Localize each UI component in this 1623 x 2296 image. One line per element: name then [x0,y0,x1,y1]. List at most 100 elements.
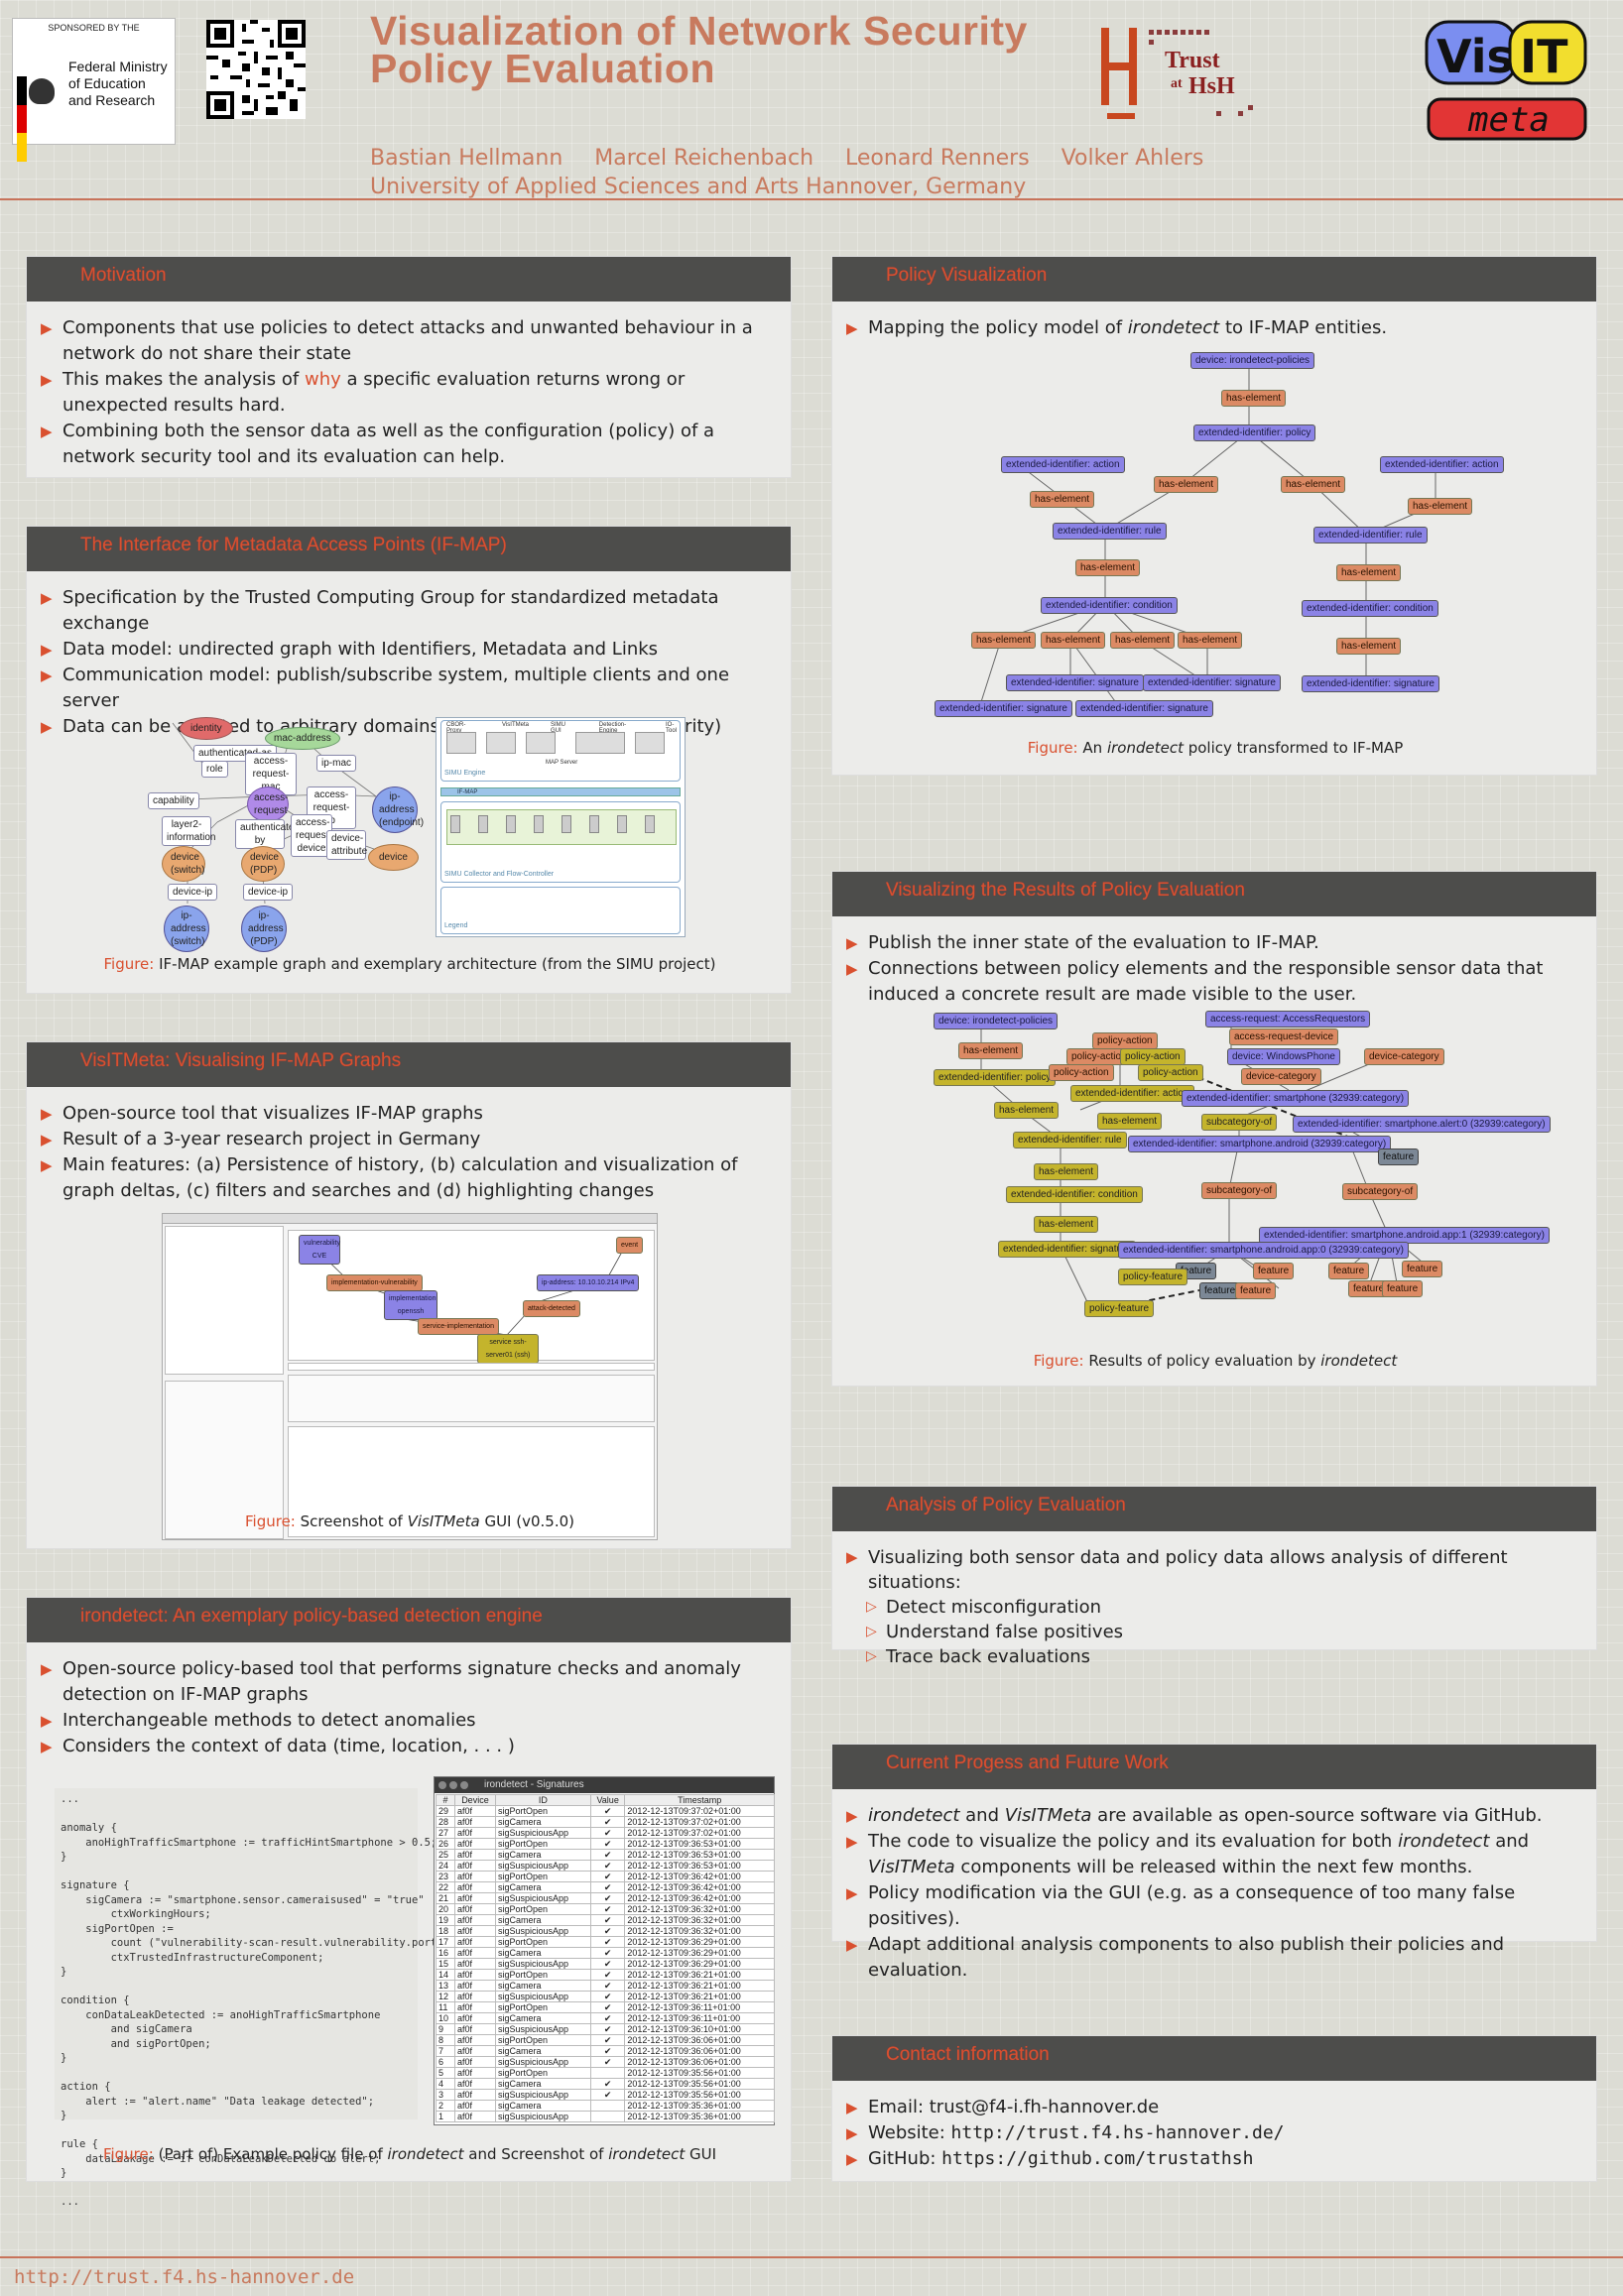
highlighted-node[interactable]: extended-identifier: policy [934,1069,1057,1086]
column-header[interactable]: Device [453,1794,496,1806]
highlighted-node[interactable]: has-element [1034,1163,1099,1180]
identifier-node[interactable]: extended-identifier: signature [1006,674,1144,691]
identifier-node[interactable]: extended-identifier: signature [1302,675,1439,692]
metadata-node[interactable]: has-element [1221,390,1287,407]
highlighted-node[interactable]: policy-action [1138,1064,1203,1081]
feature-node[interactable]: feature [1199,1282,1241,1299]
identifier-node[interactable]: extended-identifier: signature [935,700,1072,717]
identifier-node[interactable]: extended-identifier: condition [1302,600,1438,617]
identifier-node[interactable]: extended-identifier: smartphone (32939:c… [1182,1090,1410,1107]
highlighted-node[interactable]: extended-identifier: signature [998,1241,1136,1258]
metadata-node[interactable]: has-element [958,1042,1024,1059]
column-header[interactable]: Timestamp [624,1794,775,1806]
metadata-node[interactable]: has-element [1030,491,1095,508]
identifier-node[interactable]: access-request: AccessRequestors [1205,1011,1371,1027]
identifier-node[interactable]: extended-identifier: action [1380,456,1504,473]
gui-node[interactable]: implementation openssh [384,1290,437,1320]
identifier-node[interactable]: extended-identifier: policy [1193,424,1316,441]
minimize-icon[interactable] [449,1781,457,1789]
gui-node[interactable]: service-implementation [418,1318,499,1335]
qr-code-icon[interactable] [206,20,306,119]
identifier-node[interactable]: extended-identifier: smartphone.android.… [1118,1242,1409,1259]
metadata-node[interactable]: has-element [1408,498,1473,515]
identifier-node[interactable]: device: WindowsPhone [1227,1048,1340,1065]
metadata-node[interactable]: has-element [971,632,1037,649]
highlighted-node[interactable]: extended-identifier: rule [1013,1132,1127,1148]
highlighted-node[interactable]: extended-identifier: action [1070,1085,1194,1102]
metadata-node[interactable]: feature [1382,1280,1424,1297]
website-link[interactable]: http://trust.f4.hs-hannover.de/ [950,2122,1285,2143]
metadata-node[interactable]: has-element [1336,638,1402,655]
column-header[interactable]: Value [589,1794,626,1806]
identifier-node[interactable]: device: irondetect-policies [934,1013,1059,1029]
identifier-node[interactable]: extended-identifier: rule [1053,523,1167,540]
highlighted-node[interactable]: has-element [1034,1216,1099,1233]
gui-node[interactable]: service ssh-server01 (ssh) [477,1334,539,1364]
highlighted-node[interactable]: policy-feature [1084,1300,1155,1317]
metadata-node[interactable]: subcategory-of [1201,1182,1278,1199]
identifier-node[interactable]: extended-identifier: condition [1041,597,1178,614]
maximize-icon[interactable] [460,1781,468,1789]
metadata-node[interactable]: has-element [1110,632,1176,649]
gui-node[interactable]: attack-detected [523,1300,580,1317]
identifier-node[interactable]: extended-identifier: smartphone.android … [1128,1136,1392,1152]
metadata-node[interactable]: feature [1328,1263,1370,1279]
email-link[interactable]: trust@f4-i.fh-hannover.de [929,2097,1160,2117]
gui-node[interactable]: ip-address: 10.10.10.214 IPv4 [537,1274,640,1291]
identifier-node[interactable]: extended-identifier: signature [1075,700,1213,717]
highlighted-node[interactable]: subcategory-of [1201,1114,1278,1131]
identifier-node[interactable]: extended-identifier: rule [1313,527,1428,544]
metadata-node[interactable]: has-element [1336,564,1402,581]
metadata-node[interactable]: has-element [1154,476,1219,493]
highlighted-node[interactable]: extended-identifier: condition [1006,1186,1143,1203]
gui-node[interactable]: event [616,1237,644,1254]
metadata-node[interactable]: device-category [1364,1048,1444,1065]
feature-node[interactable]: feature [1378,1148,1420,1165]
column-header[interactable]: # [436,1794,455,1806]
highlighted-node[interactable]: has-element [1097,1113,1163,1130]
highlighted-node[interactable]: policy-action [1120,1048,1186,1065]
highlighted-node[interactable]: policy-feature [1118,1269,1188,1285]
close-icon[interactable] [438,1781,446,1789]
column-header[interactable]: ID [494,1794,591,1806]
footer-url[interactable]: http://trust.f4.hs-hannover.de [14,2266,355,2288]
gui-node[interactable]: vulnerability CVE [299,1235,340,1265]
identifier-node[interactable]: extended-identifier: action [1001,456,1125,473]
metadata-node[interactable]: feature [1402,1261,1443,1277]
metadata-node[interactable]: access-request-device [1229,1028,1339,1045]
identifier-node[interactable]: extended-identifier: smartphone.alert:0 … [1293,1116,1551,1133]
gui-node[interactable]: implementation-vulnerability [326,1274,423,1291]
metadata-node[interactable]: has-element [1041,632,1106,649]
highlighted-node[interactable]: has-element [994,1102,1060,1119]
metadata-node[interactable]: policy-action [1092,1032,1158,1049]
metadata-node[interactable]: policy-action [1049,1064,1114,1081]
metadata-node[interactable]: feature [1253,1263,1295,1279]
identifier-node[interactable]: device: irondetect-policies [1190,352,1315,369]
metadata-node[interactable]: has-element [1281,476,1346,493]
